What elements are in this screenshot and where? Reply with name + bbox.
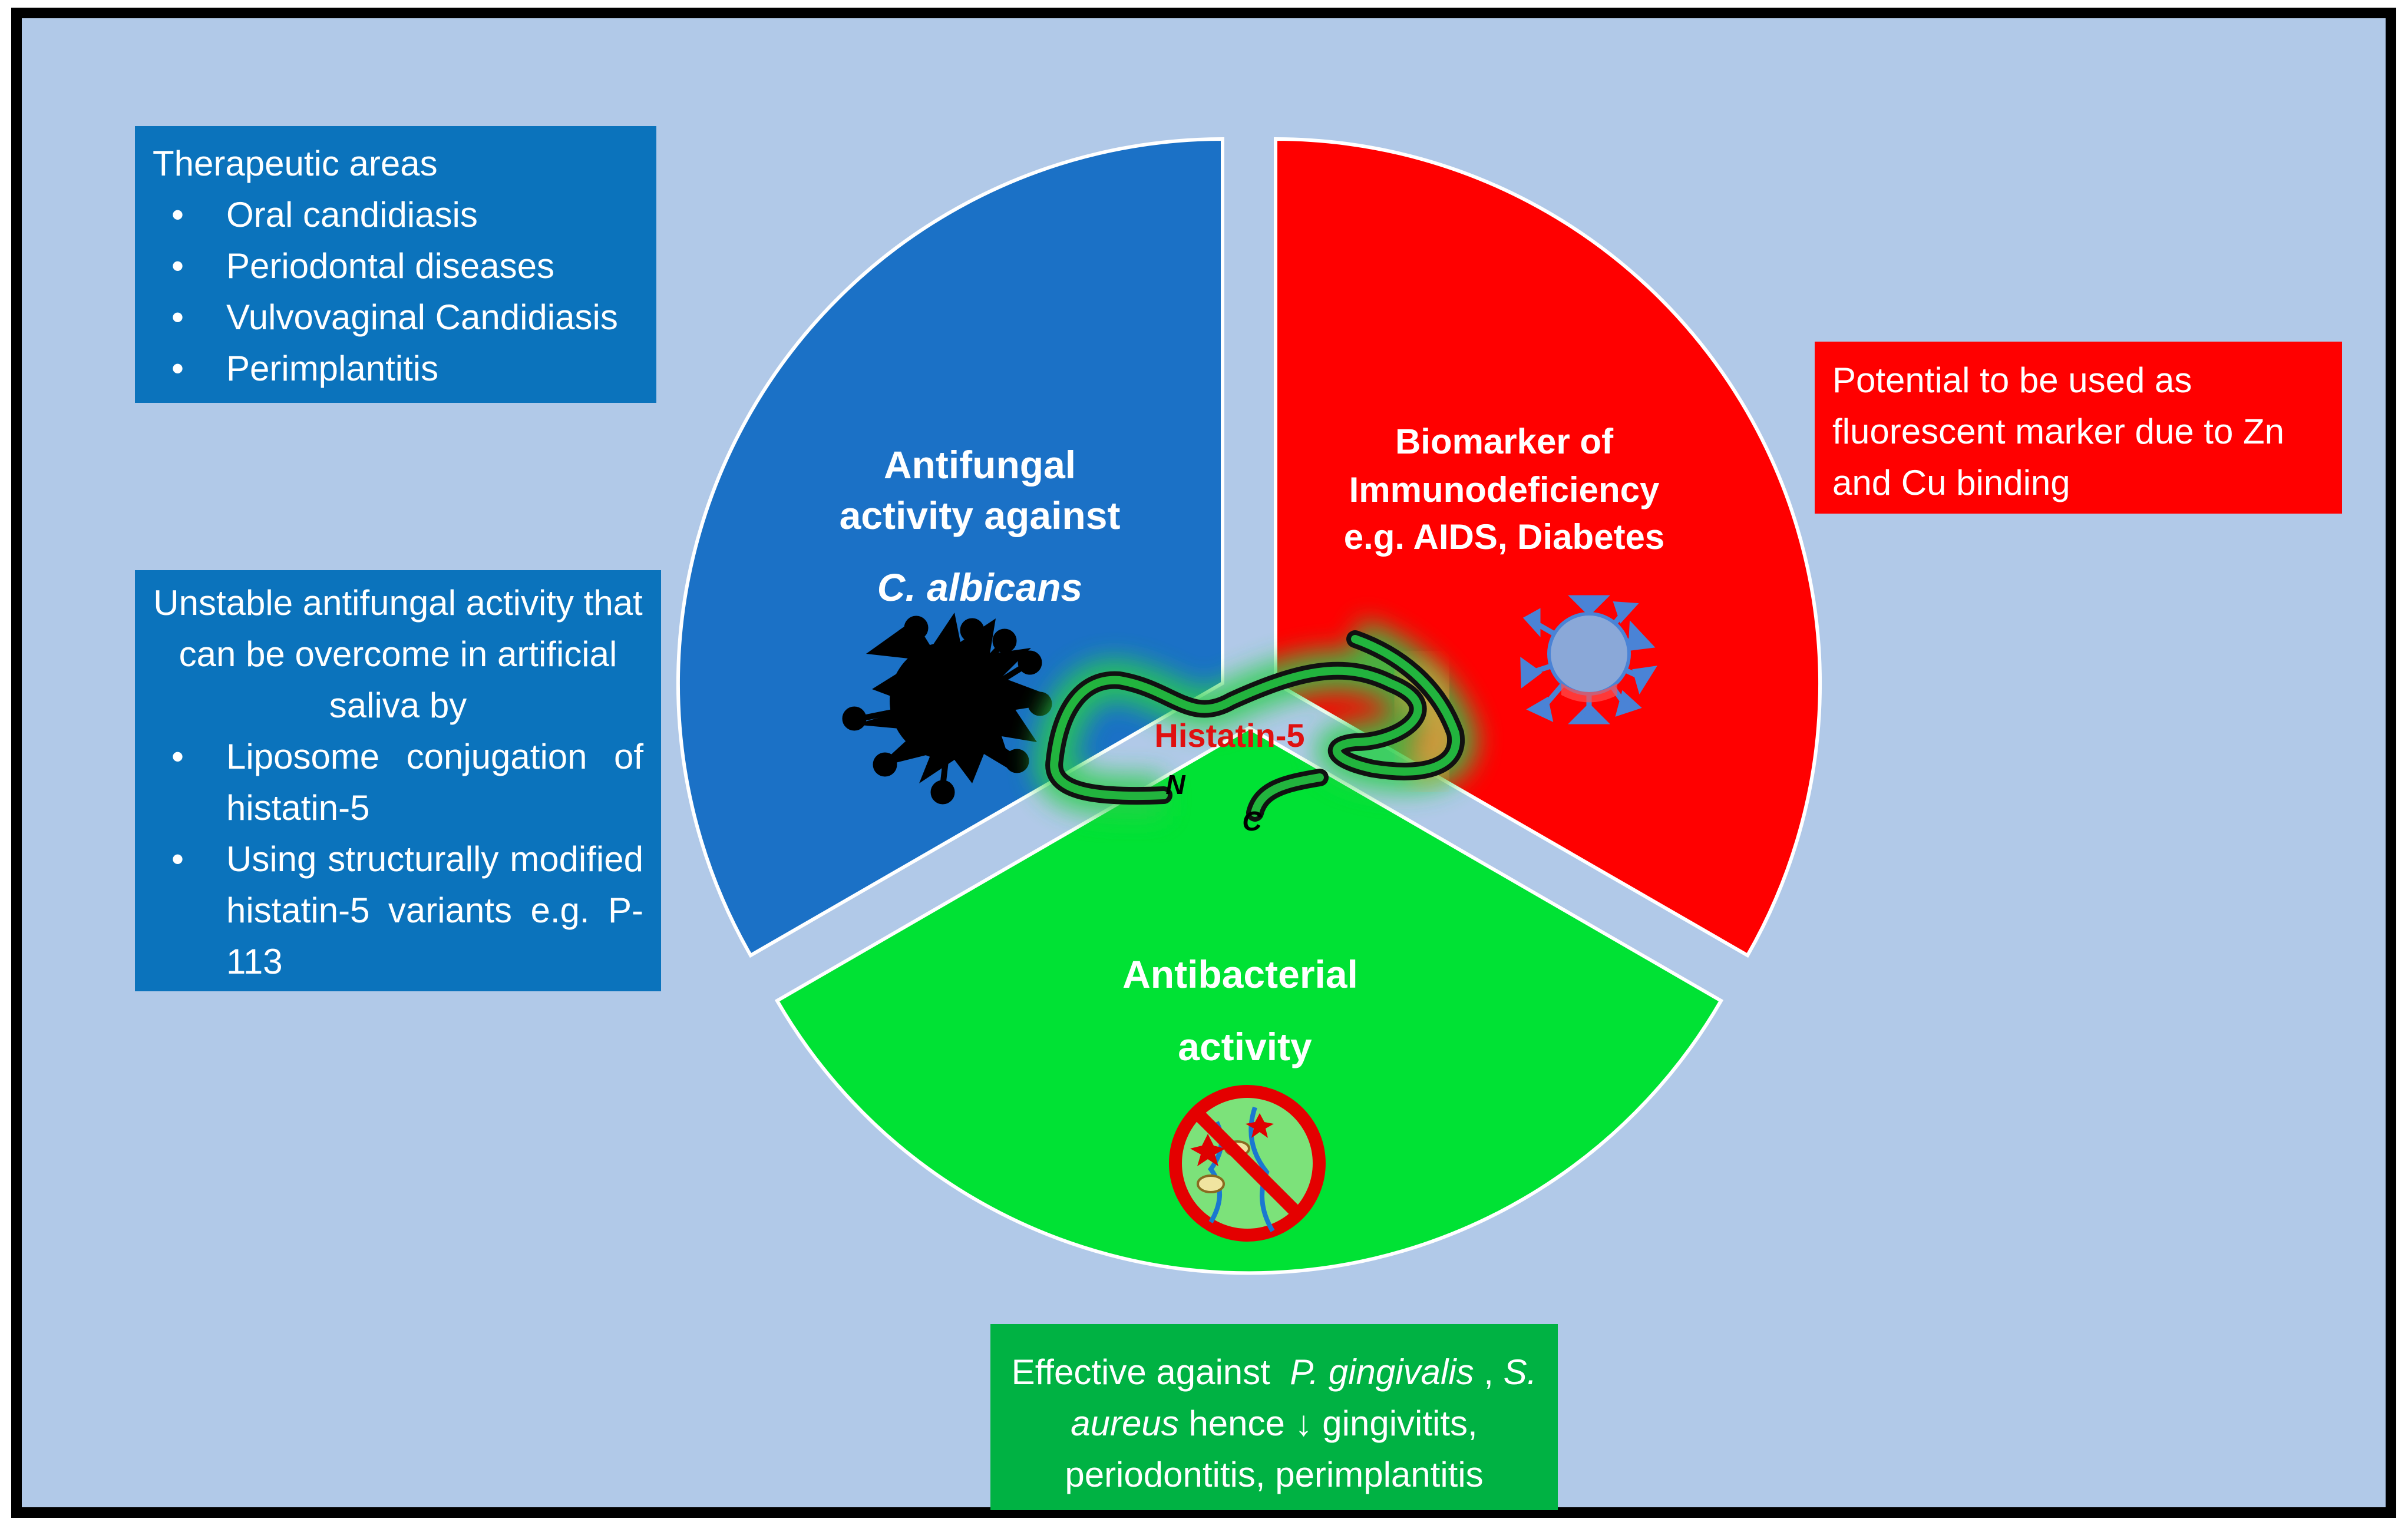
- list-item: Using structurally modified histatin-5 v…: [153, 833, 643, 987]
- list-item: Perimplantitis: [153, 343, 656, 394]
- antifungal-sector: [676, 137, 1224, 958]
- antifungal-label-line1: Antifungal: [884, 443, 1076, 487]
- therapeutic-areas-title: Therapeutic areas: [153, 144, 438, 183]
- list-item: Periodontal diseases: [153, 240, 656, 292]
- bacteria-suffix: hence ↓ gingivitits, periodontitis, peri…: [1065, 1404, 1484, 1494]
- fluorescent-marker-box: Potential to be used as fluorescent mark…: [1815, 342, 2342, 514]
- fungal-cell-icon: [842, 613, 1052, 805]
- antifungal-label-line3: C. albicans: [877, 565, 1082, 609]
- antifungal-label-line2: activity against: [840, 494, 1121, 537]
- no-bacteria-icon: [1169, 1085, 1326, 1242]
- antibacterial-label-line1: Antibacterial: [1122, 952, 1358, 996]
- histatin-5-label: Histatin-5: [1154, 717, 1304, 754]
- bacteria-effect-box: Effective against P. gingivalis , S. aur…: [990, 1324, 1558, 1510]
- antibacterial-label-line2: activity: [1178, 1025, 1312, 1068]
- list-item: Liposome conjugation of histatin-5: [153, 731, 643, 833]
- artificial-saliva-box: Unstable antifungal activity that can be…: [135, 570, 661, 991]
- antibacterial-sector: [774, 726, 1724, 1275]
- therapeutic-areas-list: Oral candidiasis Periodontal diseases Vu…: [153, 189, 656, 394]
- c-terminus-label: C: [1242, 806, 1262, 836]
- n-terminus-label: N: [1165, 769, 1185, 800]
- biomarker-label-line1: Biomarker of: [1395, 422, 1614, 461]
- bacteria-prefix: Effective against: [1011, 1352, 1270, 1392]
- organism-p-gingivalis: P. gingivalis: [1290, 1352, 1474, 1392]
- bacteria-sep: ,: [1484, 1352, 1494, 1392]
- list-item: Oral candidiasis: [153, 189, 656, 240]
- organism-s-aureus: S. aureus: [1071, 1352, 1537, 1443]
- histatin-5-peptide: Histatin-5 N C: [1033, 620, 1476, 836]
- therapeutic-areas-box: Therapeutic areas Oral candidiasis Perio…: [135, 126, 656, 403]
- saliva-intro: Unstable antifungal activity that can be…: [153, 583, 643, 725]
- saliva-list: Liposome conjugation of histatin-5 Using…: [153, 731, 643, 987]
- biomarker-label-line3: e.g. AIDS, Diabetes: [1344, 517, 1665, 557]
- biomarker-label-line2: Immunodeficiency: [1349, 470, 1660, 509]
- virus-icon: [1520, 595, 1657, 724]
- list-item: Vulvovaginal Candidiasis: [153, 292, 656, 343]
- fluorescent-marker-text: Potential to be used as fluorescent mark…: [1832, 360, 2285, 502]
